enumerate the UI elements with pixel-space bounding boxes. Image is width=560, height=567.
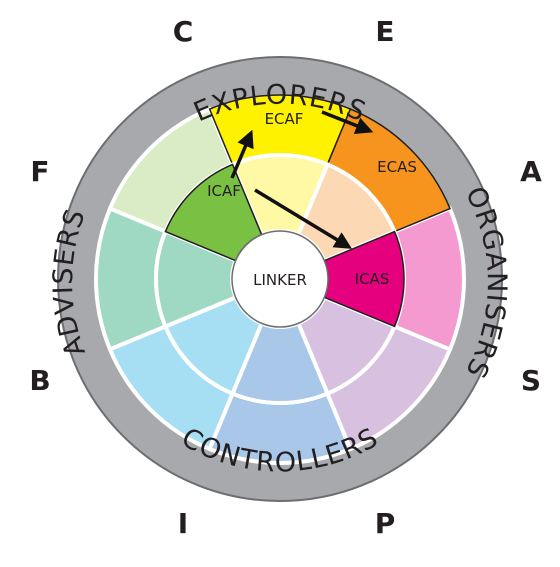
axis-letter-p: P [375,507,396,540]
axis-letter-i: I [178,507,188,540]
arrow-icaf-to-ecaf [230,129,254,179]
segment-label-ecaf: ECAF [265,110,304,128]
axis-letter-f: F [30,155,49,188]
segment-label-icas: ICAS [355,270,390,288]
axis-letter-b: B [29,364,50,397]
axis-letter-s: S [521,364,541,397]
arrow-ecaf-to-ecas [321,110,374,134]
segment-outer-organisers [391,205,466,353]
arrow-icaf-to-icas [254,188,352,249]
center-label: LINKER [253,271,307,289]
wheel-segments [94,94,466,465]
axis-letter-e: E [375,15,394,48]
segment-label-icaf: ICAF [207,182,241,200]
segment-label-ecas: ECAS [377,158,417,176]
center-circle [231,230,329,328]
axis-letter-c: C [173,15,194,48]
axis-letter-a: A [520,155,542,188]
